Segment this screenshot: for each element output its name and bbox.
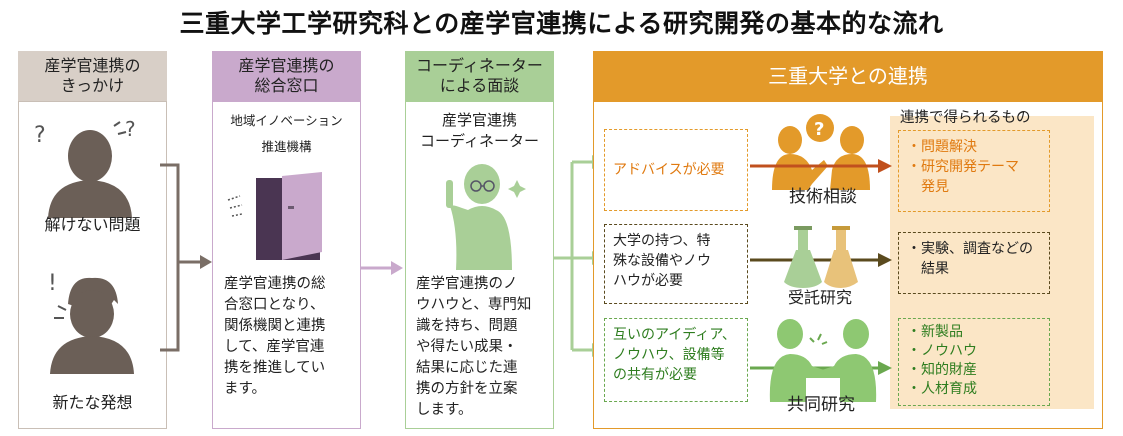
column-body-trigger (18, 101, 167, 429)
result-advice: ・問題解決 ・研究開発テーマ 発見 (898, 130, 1050, 212)
results-header: 連携で得られるもの (900, 110, 1031, 126)
method-contract-research: 受託研究 (787, 288, 852, 307)
door-icon (227, 172, 322, 260)
coordinator-icon (446, 164, 526, 270)
connector-trigger-to-window (160, 163, 212, 352)
column-header-collaboration: 三重大学との連携 (593, 51, 1103, 101)
result-sharing: ・新製品 ・ノウハウ ・知的財産 ・人材育成 (898, 318, 1050, 406)
label-unsolved-problem: 解けない問題 (44, 215, 141, 234)
connector-window-to-coordinator (361, 261, 403, 275)
column-trigger: 産学官連携の きっかけ (18, 51, 167, 429)
page-title: 三重大学工学研究科との産学官連携による研究開発の基本的な流れ (179, 9, 944, 38)
need-sharing: 互いのアイディア、 ノウハウ、設備等 の共有が必要 (604, 318, 748, 402)
window-description: 産学官連携の総 合窓口となり、 関係機関と連携 して、産学官連 携を推進してい … (224, 276, 326, 397)
column-header-window: 産学官連携の 総合窓口 (212, 51, 361, 101)
org-name-line2: 推進機構 (261, 139, 312, 154)
coordinator-role: 産学官連携 コーディネーター (420, 111, 539, 150)
method-joint-research: 共同研究 (787, 395, 855, 415)
consultation-icon: ? (750, 114, 892, 190)
column-window: 産学官連携の 総合窓口 (212, 51, 361, 429)
confused-person-icon: ? ? (34, 118, 136, 218)
need-facilities: 大学の持つ、特 殊な設備やノウ ハウが必要 (604, 224, 748, 304)
method-tech-consultation: 技術相談 (789, 187, 857, 207)
svg-text:!: ! (48, 271, 57, 296)
handshake-icon (750, 319, 892, 402)
svg-text:?: ? (34, 123, 46, 148)
svg-text:?: ? (125, 118, 136, 141)
org-name-line1: 地域イノベーション (230, 113, 343, 128)
flask-icon (750, 226, 892, 288)
coordinator-description: 産学官連携のノ ウハウと、専門知 識を持ち、問題 や得たい成果・ 結果に応じた連… (416, 276, 532, 418)
need-advice: アドバイスが必要 (604, 129, 748, 211)
result-facilities: ・実験、調査などの 結果 (898, 232, 1050, 294)
results-panel (890, 116, 1094, 409)
column-body-window (212, 101, 361, 429)
label-new-idea: 新たな発想 (52, 393, 133, 412)
idea-person-icon: ! (48, 271, 134, 374)
column-header-trigger: 産学官連携の きっかけ (18, 51, 167, 101)
question-mark-icon: ? (814, 119, 824, 140)
column-header-coordinator: コーディネーター による面談 (405, 51, 554, 101)
